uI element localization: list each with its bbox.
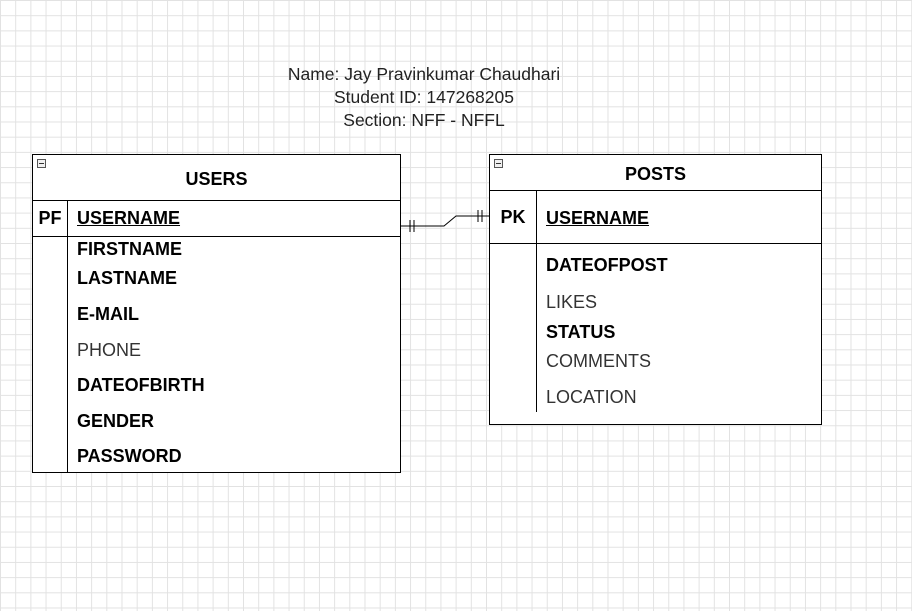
relationship-line <box>401 215 489 227</box>
users-entity-title: USERS <box>185 169 248 189</box>
users-attribute[interactable]: E-MAIL <box>77 304 139 324</box>
users-attribute[interactable]: FIRSTNAME <box>77 239 182 259</box>
posts-key-type: PK <box>490 191 537 243</box>
student-section: Section: NFF - NFFL <box>343 110 505 130</box>
posts-attribute-divider <box>536 244 537 412</box>
posts-attribute[interactable]: DATEOFPOST <box>546 255 668 275</box>
posts-attribute[interactable]: COMMENTS <box>546 351 651 371</box>
student-name: Name: Jay Pravinkumar Chaudhari <box>287 64 561 84</box>
users-attribute[interactable]: LASTNAME <box>77 268 177 288</box>
posts-attribute[interactable]: LIKES <box>546 292 598 312</box>
users-entity-header[interactable]: USERS <box>33 155 400 201</box>
student-info: Name: Jay Pravinkumar Chaudhari Student … <box>224 63 624 132</box>
users-attribute[interactable]: GENDER <box>77 411 155 431</box>
posts-entity-title: POSTS <box>624 164 686 184</box>
posts-entity-header[interactable]: POSTS <box>490 155 821 191</box>
users-attribute-divider <box>67 237 68 472</box>
posts-entity[interactable]: POSTS PK USERNAME DATEOFPOST LIKES STATU… <box>489 154 822 425</box>
posts-attribute[interactable]: STATUS <box>546 322 616 342</box>
posts-key-row[interactable]: PK USERNAME <box>490 191 821 244</box>
users-attribute[interactable]: PASSWORD <box>77 446 182 466</box>
posts-attribute[interactable]: LOCATION <box>546 387 637 407</box>
users-attribute[interactable]: PHONE <box>77 340 142 360</box>
collapse-icon[interactable] <box>37 159 46 168</box>
users-key-name: USERNAME <box>77 208 181 228</box>
collapse-icon[interactable] <box>494 159 503 168</box>
users-entity[interactable]: USERS PF USERNAME FIRSTNAME LASTNAME E-M… <box>32 154 401 473</box>
posts-key-name: USERNAME <box>546 208 650 228</box>
users-attribute[interactable]: DATEOFBIRTH <box>77 375 205 395</box>
users-key-type: PF <box>33 201 68 236</box>
users-key-row[interactable]: PF USERNAME <box>33 201 400 237</box>
student-id: Student ID: 147268205 <box>333 87 514 107</box>
